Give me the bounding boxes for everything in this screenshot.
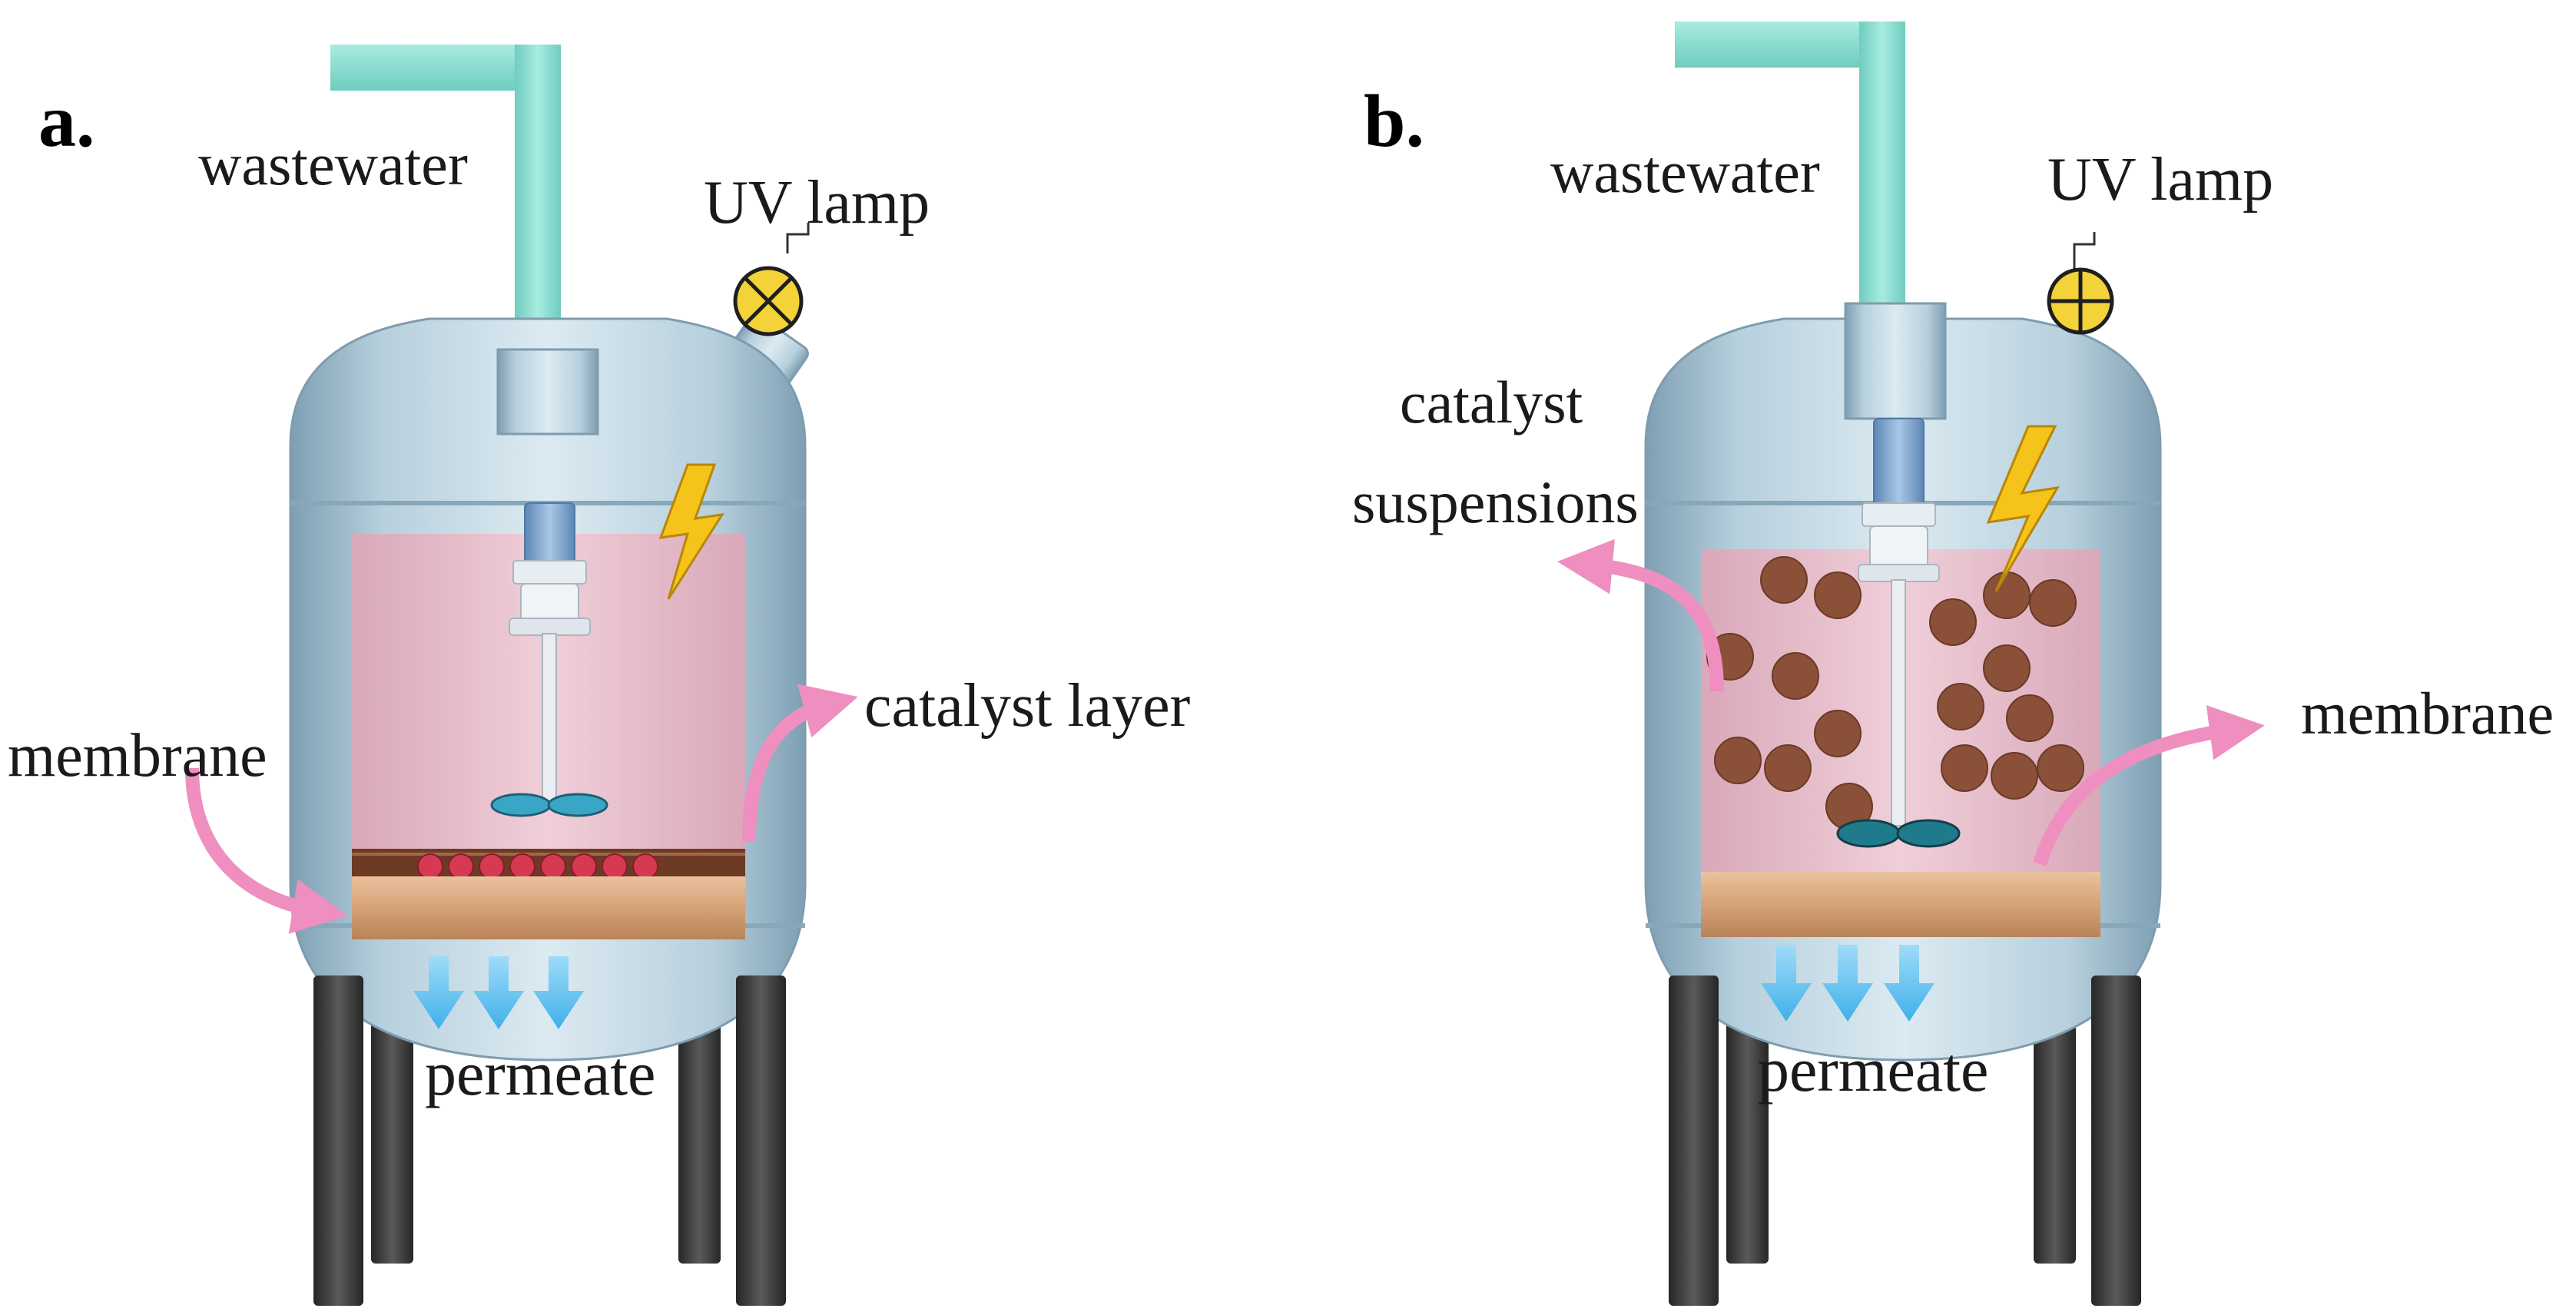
panel-a-letter: a. (38, 80, 95, 163)
panel-a-catalyst-beads (417, 853, 658, 879)
panel-a: a. (8, 45, 1190, 1306)
panel-b-catalyst-label-line2: suspensions (1352, 469, 1639, 535)
panel-a-catalyst-arrow (742, 684, 858, 842)
panel-a-wastewater-label: wastewater (198, 131, 468, 197)
panel-a-uv-light-bolt-icon (658, 463, 725, 600)
panel-b-uv-lamp-label: UV lamp (2047, 146, 2273, 214)
panel-b-membrane (1701, 872, 2100, 937)
panel-a-catalyst-layer-label: catalyst layer (864, 672, 1190, 740)
panel-b-permeate-arrows (1761, 945, 1934, 1022)
panel-b-uv-lamp-icon (2047, 232, 2114, 335)
panel-a-membrane (352, 876, 745, 939)
panel-b-catalyst-label-line1: catalyst (1400, 369, 1583, 436)
panel-b-stirrer-shaft (1891, 579, 1906, 826)
panel-b-impeller (1836, 819, 1901, 848)
panel-a-uv-lamp-label: UV lamp (704, 169, 930, 237)
panel-a-permeate-arrows (413, 956, 584, 1029)
panel-a-membrane-label: membrane (8, 722, 267, 790)
panel-b-inlet-pipe-vertical (1859, 22, 1905, 321)
panel-a-membrane-arrow (185, 767, 348, 934)
panel-b-uv-light-bolt-icon (1986, 425, 2060, 592)
panel-a-impeller (490, 793, 552, 817)
panel-b-membrane-label: membrane (2301, 680, 2554, 747)
panel-b-wastewater-label: wastewater (1550, 138, 1820, 205)
panel-b: b. (1352, 22, 2554, 1306)
panel-b-permeate-label: permeate (1758, 1035, 1988, 1105)
panel-a-inlet-pipe-vertical (515, 45, 561, 367)
panel-a-permeate-label: permeate (425, 1038, 655, 1108)
panel-b-stirrer-motor (1873, 418, 1925, 508)
panel-a-stirrer-shaft (542, 633, 557, 803)
panel-b-membrane-arrow (2033, 705, 2265, 866)
panel-a-uv-lamp-icon (733, 223, 810, 336)
panel-b-catalyst-arrow (1557, 538, 1724, 692)
panel-b-letter: b. (1364, 80, 1424, 163)
